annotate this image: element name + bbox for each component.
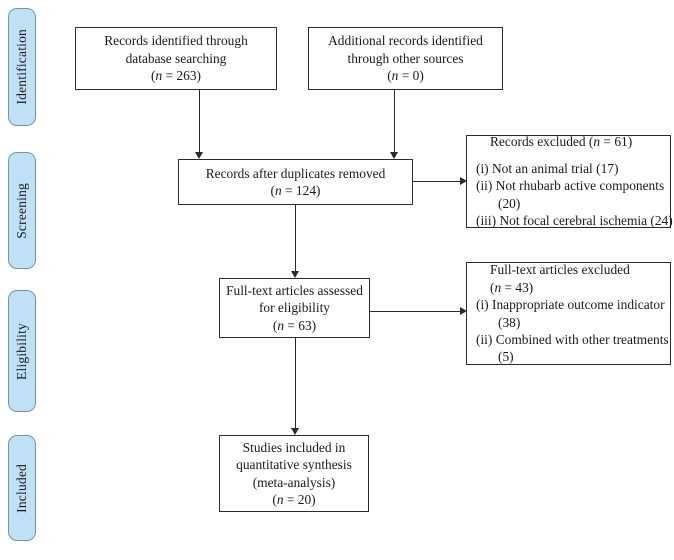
stage-tab-screening: Screening (8, 152, 36, 269)
exclusion-reason-item: (i) Inappropriate outcome indicator (476, 297, 665, 313)
arrowhead-duplicates-to-records-excluded (460, 177, 467, 185)
box-line: database searching (125, 50, 227, 66)
stage-tab-identification: Identification (8, 8, 36, 126)
box-fulltext-articles-assessed: Full-text articles assessed for eligibil… (219, 278, 370, 338)
exclusion-reason-item: (i) Not an animal trial (17) (476, 160, 619, 176)
connector-other-sources-to-duplicates (394, 90, 395, 152)
exclusion-reason-count: (38) (498, 314, 521, 330)
stage-tab-eligibility-label: Eligibility (14, 322, 29, 380)
box-studies-included: Studies included in quantitative synthes… (219, 435, 369, 512)
italic-n: n (494, 279, 502, 295)
box-line: Full-text articles assessed (226, 282, 363, 298)
italic-n: n (155, 68, 163, 84)
arrowhead-other-sources-to-duplicates (390, 152, 398, 159)
box-records-excluded: Records excluded (n = 61) (i) Not an ani… (466, 134, 673, 229)
italic-n: n (274, 183, 282, 198)
box-line: through other sources (347, 50, 464, 66)
box-line: quantitative synthesis (236, 457, 352, 473)
connector-duplicates-to-records-excluded (413, 181, 461, 182)
box-count: (n = 63) (272, 317, 317, 333)
box-count: (n = 20) (272, 491, 316, 507)
connector-duplicates-to-fulltext-assessed (295, 205, 296, 271)
box-records-identified-database: Records identified through database sear… (75, 27, 277, 90)
exclusion-reason-count: (5) (498, 349, 514, 365)
connector-fulltext-assessed-to-studies-included (295, 338, 296, 428)
italic-n: n (276, 491, 284, 507)
box-fulltext-articles-excluded: Full-text articles excluded (n = 43) (i)… (466, 262, 671, 365)
arrowhead-duplicates-to-fulltext-assessed (291, 271, 299, 278)
box-line: Records after duplicates removed (205, 165, 386, 181)
box-line: Records identified through (104, 33, 248, 49)
stage-tab-eligibility: Eligibility (8, 290, 36, 412)
exclusion-reason-item: (ii) Not rhubarb active components (476, 178, 665, 194)
italic-n: n (277, 317, 285, 333)
box-records-after-duplicates-removed: Records after duplicates removed (n = 12… (178, 159, 413, 205)
box-line: Additional records identified (328, 33, 483, 49)
box-count: (n = 43) (490, 279, 534, 295)
stage-tab-screening-label: Screening (14, 182, 29, 239)
box-count: (n = 124) (270, 183, 321, 198)
box-heading: Records excluded (n = 61) (490, 134, 633, 150)
exclusion-reason-item: (iii) Not focal cerebral ischemia (24) (476, 213, 673, 229)
exclusion-reason-item: (ii) Combined with other treatments (476, 331, 669, 347)
italic-n: n (391, 68, 399, 84)
exclusion-reason-count: (20) (498, 195, 521, 211)
arrowhead-database-search-to-duplicates (195, 152, 203, 159)
arrowhead-fulltext-assessed-to-studies-included (291, 428, 299, 435)
box-count: (n = 0) (387, 68, 424, 84)
stage-tab-included-label: Included (14, 463, 29, 513)
box-heading: Full-text articles excluded (490, 262, 630, 278)
stage-tab-identification-label: Identification (14, 29, 29, 105)
box-count: (n = 263) (151, 68, 201, 84)
box-line: Studies included in (242, 439, 346, 455)
italic-n: n (593, 134, 601, 150)
box-records-identified-other-sources: Additional records identified through ot… (308, 27, 503, 90)
arrowhead-fulltext-assessed-to-fulltext-excluded (460, 307, 467, 315)
connector-database-search-to-duplicates (199, 90, 200, 152)
box-line: for eligibility (258, 300, 331, 316)
box-line: (meta-analysis) (252, 474, 336, 490)
stage-tab-included: Included (8, 435, 36, 541)
connector-fulltext-assessed-to-fulltext-excluded (370, 311, 461, 312)
